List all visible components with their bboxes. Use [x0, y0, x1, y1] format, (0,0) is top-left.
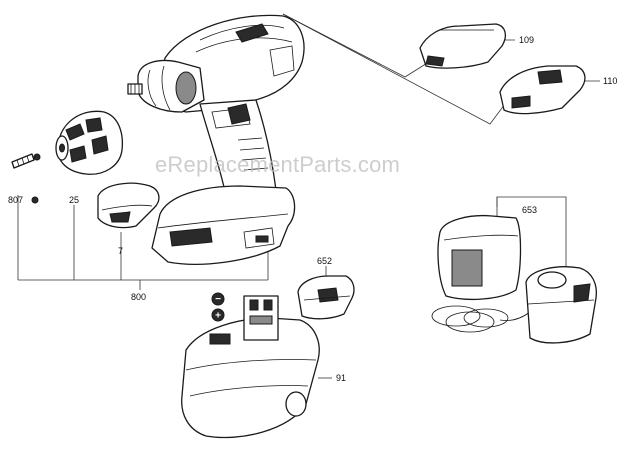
- callout-25: 25: [69, 195, 79, 205]
- battery-insert-part: [297, 275, 355, 320]
- chuck-part: [55, 110, 124, 175]
- plus-terminal-icon: [211, 308, 225, 322]
- watermark-text: eReplacementParts.com: [155, 152, 400, 177]
- battery-cover-part: [499, 65, 586, 115]
- leader-109: [282, 13, 433, 78]
- callout-7: 7: [118, 246, 123, 256]
- polarity-symbols: − +: [211, 292, 225, 322]
- callout-91: 91: [336, 373, 346, 383]
- callout-800: 800: [131, 292, 146, 302]
- leader-110: [282, 13, 509, 125]
- drill-housing: [127, 14, 305, 265]
- callout-653: 653: [522, 205, 537, 215]
- callout-labels: 109 110 653 652 807 25 7 800 91: [8, 35, 617, 383]
- screw-part: [11, 153, 41, 169]
- battery-pack-part: [181, 295, 320, 439]
- belt-clip-part: [97, 182, 160, 229]
- minus-symbol: −: [215, 294, 221, 305]
- callout-652: 652: [317, 256, 332, 266]
- callout-109: 109: [519, 35, 534, 45]
- callout-807: 807: [8, 195, 23, 205]
- black-dot-icon: [31, 196, 39, 204]
- leader-lines: [17, 13, 600, 379]
- battery-tab-part: [419, 23, 507, 69]
- plus-symbol: +: [215, 311, 221, 322]
- callout-110: 110: [603, 76, 617, 86]
- minus-terminal-icon: [211, 292, 225, 306]
- charger-part: [431, 214, 598, 344]
